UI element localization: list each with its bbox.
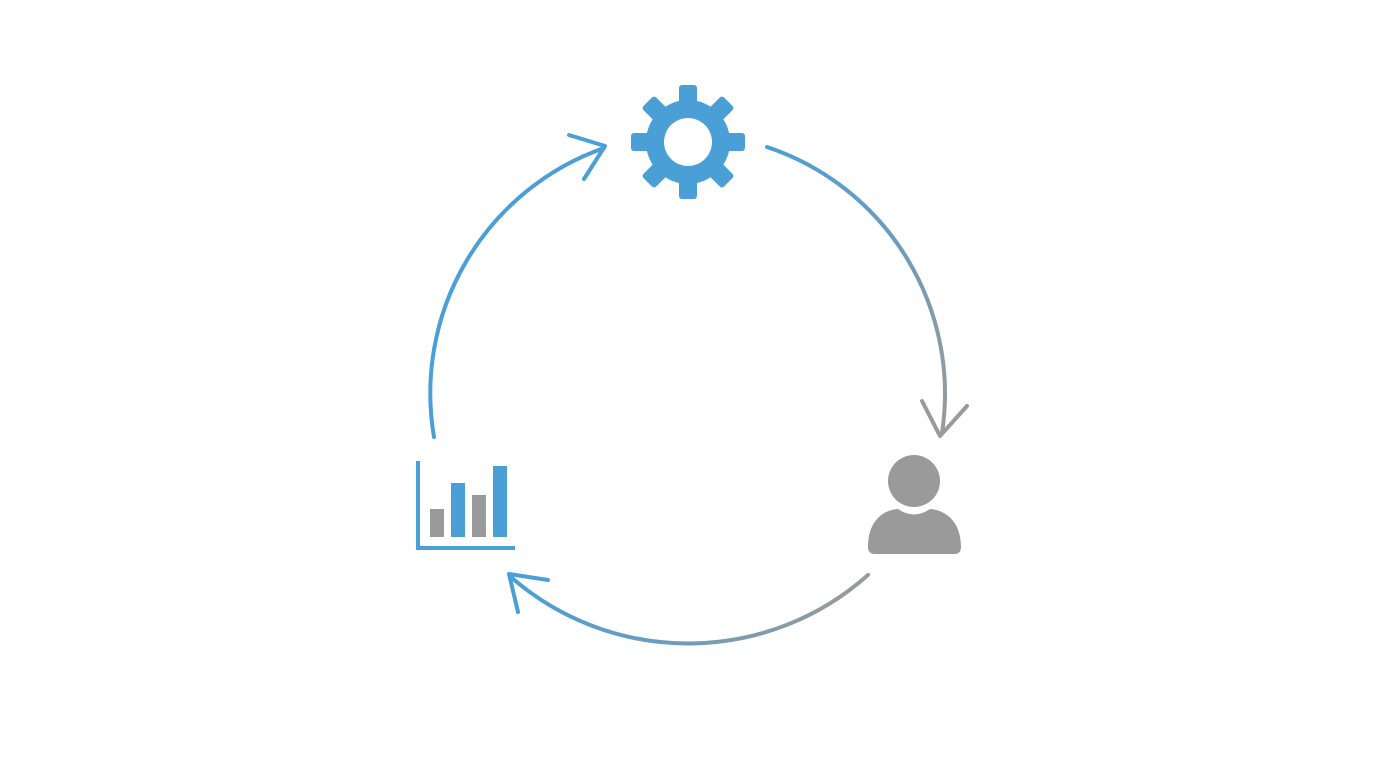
- arrow-settings-to-user: [765, 145, 969, 438]
- user-head: [888, 455, 940, 507]
- arrowhead-right: [920, 399, 969, 438]
- bar-chart-icon: [416, 461, 515, 550]
- chart-bar-1: [430, 509, 444, 537]
- arc-right: [765, 145, 947, 435]
- chart-axis: [416, 461, 515, 550]
- arrow-analytics-to-settings: [428, 133, 607, 439]
- arrowhead-bottom: [507, 572, 550, 614]
- chart-bar-3: [472, 495, 486, 537]
- gear-icon: [631, 85, 745, 199]
- arrow-user-to-analytics: [507, 572, 870, 646]
- user-body: [868, 509, 961, 554]
- arc-left: [428, 146, 606, 439]
- arrowhead-left: [567, 133, 607, 181]
- arc-bottom: [510, 573, 870, 646]
- chart-bar-4: [493, 466, 507, 537]
- chart-bar-2: [451, 483, 465, 537]
- user-icon: [868, 455, 961, 554]
